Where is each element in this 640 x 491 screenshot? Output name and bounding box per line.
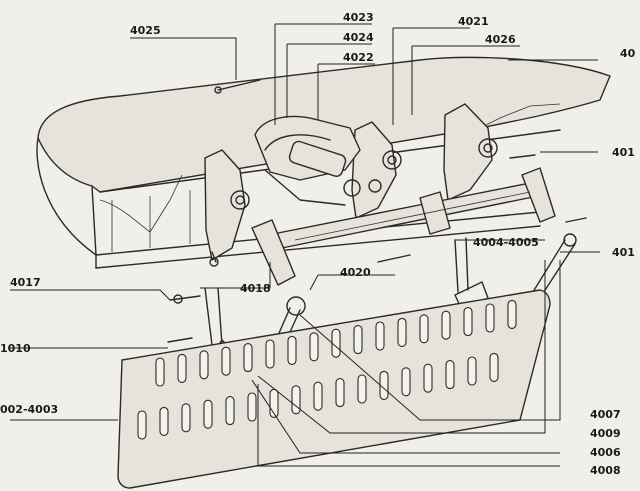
perforated-flap-panel xyxy=(117,289,551,489)
fasteners xyxy=(167,79,587,343)
panel-slot xyxy=(489,352,499,382)
callout-labels: 4025 4023 4024 4022 4021 4026 40 401 401… xyxy=(0,11,636,477)
panel-slot xyxy=(423,363,433,393)
panel-slot xyxy=(507,299,517,329)
callout-4002-4003: 002-4003 xyxy=(0,403,58,416)
panel-slot xyxy=(357,374,367,404)
panel-slot xyxy=(287,335,297,365)
callout-4017: 4017 xyxy=(10,276,41,289)
panel-slot xyxy=(397,317,407,347)
callout-4008: 4008 xyxy=(590,464,621,477)
callout-4007: 4007 xyxy=(590,408,621,421)
callout-4020: 4020 xyxy=(340,266,371,279)
callout-4018: 4018 xyxy=(240,282,271,295)
actuator-mechanism xyxy=(254,115,382,206)
panel-slot xyxy=(335,378,345,408)
callout-4004-4005: 4004-4005 xyxy=(473,236,539,249)
panel-slot xyxy=(243,343,253,373)
callout-40: 40 xyxy=(620,47,636,60)
callout-4026: 4026 xyxy=(485,33,516,46)
leader-lines xyxy=(10,23,600,467)
panel-slot xyxy=(309,332,319,362)
panel-slot xyxy=(419,314,429,344)
callout-4023: 4023 xyxy=(343,11,374,24)
panel-slot xyxy=(401,367,411,397)
panel-slot xyxy=(441,310,451,340)
panel-slot xyxy=(331,328,341,358)
callout-4009: 4009 xyxy=(590,427,621,440)
callout-4022: 4022 xyxy=(343,51,374,64)
panel-slot xyxy=(203,399,213,429)
panel-slot xyxy=(353,325,363,355)
panel-slot xyxy=(485,303,495,333)
callout-4021: 4021 xyxy=(458,15,489,28)
panel-slot xyxy=(199,350,209,380)
panel-slot xyxy=(247,392,257,422)
panel-slot xyxy=(137,410,147,440)
callout-4006: 4006 xyxy=(590,446,621,459)
panel-slot xyxy=(221,346,231,376)
panel-slot xyxy=(467,356,477,386)
panel-slot xyxy=(463,307,473,337)
panel-slot xyxy=(225,396,235,426)
panel-slot xyxy=(313,381,323,411)
callout-4024: 4024 xyxy=(343,31,374,44)
bulkhead-brackets xyxy=(204,103,498,261)
callout-401-b: 401 xyxy=(612,246,635,259)
callout-4025: 4025 xyxy=(130,24,161,37)
panel-slot xyxy=(177,353,187,383)
panel-slot xyxy=(181,403,191,433)
panel-slot xyxy=(265,339,275,369)
panel-slot xyxy=(155,357,165,387)
panel-slot xyxy=(375,321,385,351)
panel-slot xyxy=(291,385,301,415)
callout-1010: 1010 xyxy=(0,342,31,355)
torque-tube xyxy=(251,167,556,286)
callout-401: 401 xyxy=(612,146,635,159)
panel-slots xyxy=(137,299,517,440)
panel-slot xyxy=(159,406,169,436)
panel-slot xyxy=(445,360,455,390)
